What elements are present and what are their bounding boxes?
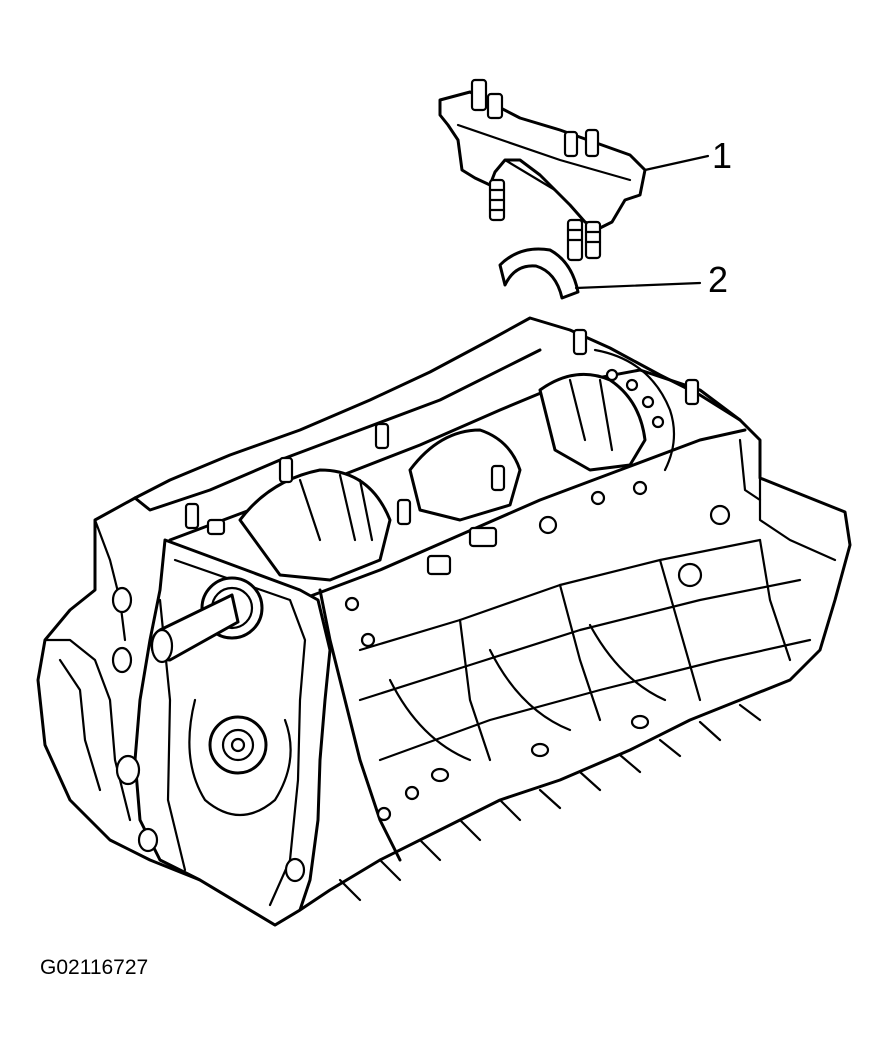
main-bearing-insert: [498, 247, 580, 300]
leader-line-1: [643, 154, 710, 172]
callout-number-1: 1: [712, 135, 732, 176]
main-bearing-cap: [438, 78, 647, 262]
leader-line-2: [574, 281, 702, 290]
callout-number-2: 2: [708, 259, 728, 300]
figure-id-label: G02116727: [40, 956, 149, 979]
engine-block: [36, 316, 852, 927]
